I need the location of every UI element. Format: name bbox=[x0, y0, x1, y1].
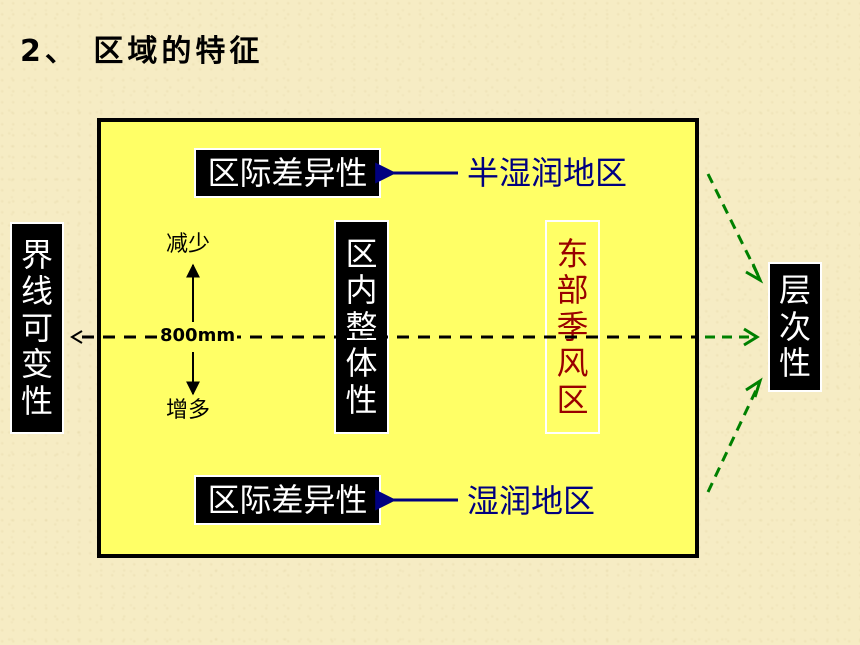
integrity-char-3: 整 bbox=[345, 307, 378, 346]
boundary-char-4: 变 bbox=[20, 345, 53, 384]
isohyet-label: 800mm bbox=[158, 325, 238, 346]
east-char-1: 东 bbox=[556, 234, 589, 273]
east-char-5: 区 bbox=[556, 380, 589, 419]
green-middle-arrowhead bbox=[743, 327, 760, 347]
increase-label: 增多 bbox=[166, 398, 211, 423]
isohyet-left-arrowhead bbox=[70, 330, 83, 344]
boundary-variability-box: 界 线 可 变 性 bbox=[10, 222, 64, 434]
boundary-char-1: 界 bbox=[20, 235, 53, 274]
bottom-difference-box: 区际差异性 bbox=[194, 475, 381, 525]
boundary-char-2: 线 bbox=[20, 272, 53, 311]
east-char-2: 部 bbox=[556, 271, 589, 310]
top-region-label: 半湿润地区 bbox=[467, 154, 628, 192]
green-upper-arrowhead bbox=[745, 263, 764, 284]
hierarchy-char-3: 性 bbox=[778, 344, 811, 383]
bottom-region-label: 湿润地区 bbox=[467, 482, 596, 520]
green-lower-arrow bbox=[706, 385, 760, 493]
east-char-4: 风 bbox=[556, 344, 589, 383]
internal-integrity-box: 区 内 整 体 性 bbox=[334, 220, 389, 434]
hierarchy-box: 层 次 性 bbox=[768, 262, 822, 392]
decrease-label: 减少 bbox=[166, 232, 211, 257]
slide-title: 2、 区域的特征 bbox=[20, 34, 264, 69]
top-difference-box: 区际差异性 bbox=[194, 148, 381, 198]
boundary-char-3: 可 bbox=[20, 308, 53, 347]
east-monsoon-box: 东 部 季 风 区 bbox=[545, 220, 600, 434]
integrity-char-1: 区 bbox=[345, 234, 378, 273]
green-upper-arrow bbox=[706, 173, 760, 276]
east-char-3: 季 bbox=[556, 307, 589, 346]
hierarchy-char-2: 次 bbox=[778, 307, 811, 346]
integrity-char-5: 性 bbox=[345, 380, 378, 419]
integrity-char-2: 内 bbox=[345, 271, 378, 310]
hierarchy-char-1: 层 bbox=[778, 271, 811, 310]
integrity-char-4: 体 bbox=[345, 344, 378, 383]
bottom-difference-label: 区际差异性 bbox=[207, 481, 368, 519]
green-lower-arrowhead bbox=[745, 377, 763, 398]
boundary-char-5: 性 bbox=[20, 381, 53, 420]
top-difference-label: 区际差异性 bbox=[207, 154, 368, 192]
